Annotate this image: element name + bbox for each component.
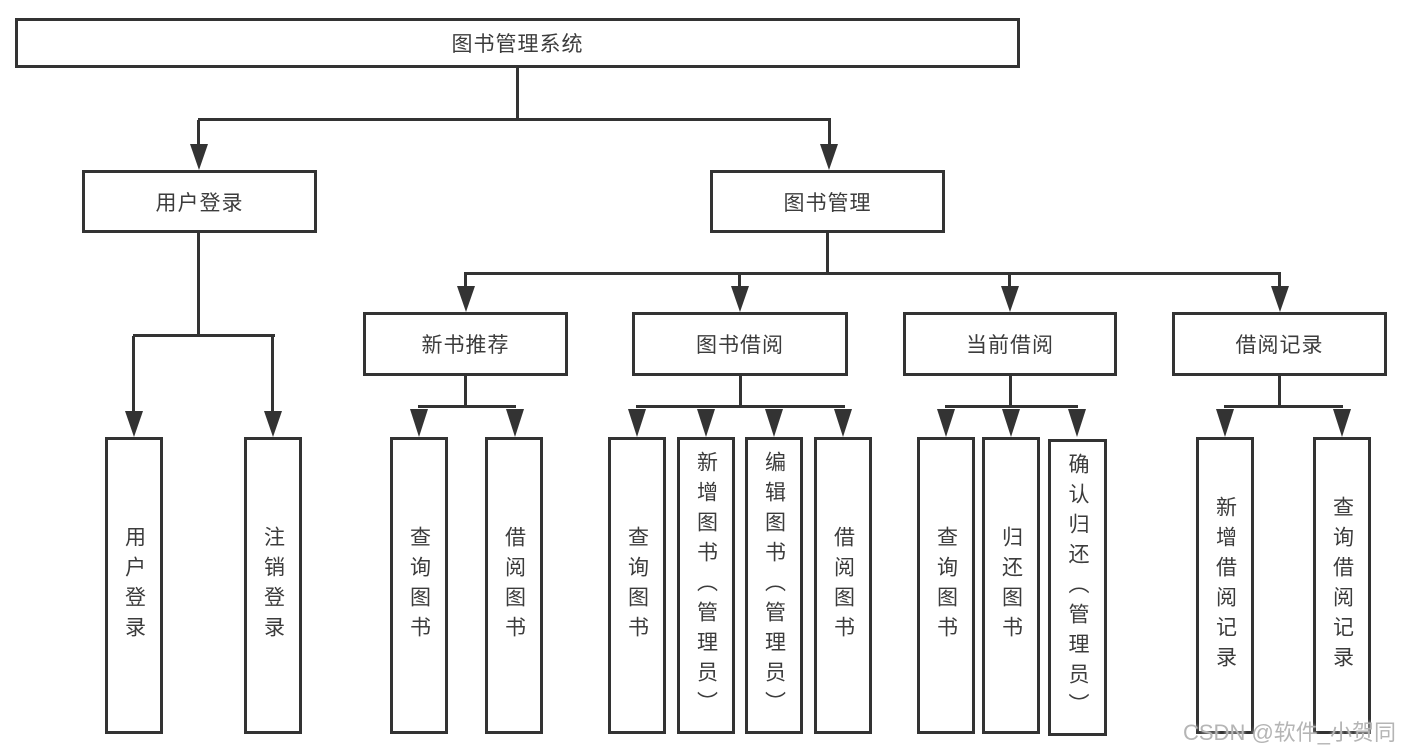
section-box-current-borrow: 当前借阅 [903, 312, 1117, 376]
connector-line [1009, 376, 1012, 406]
connector-line [418, 405, 516, 408]
arrow-down-icon [1068, 409, 1086, 437]
connector-line [198, 118, 831, 121]
connector-line [132, 336, 135, 414]
arrow-down-icon [506, 409, 524, 437]
leaf-box-edit-books-admin: 编辑图书（管理员） [745, 437, 803, 734]
section-box-new-book-recommend: 新书推荐 [363, 312, 568, 376]
leaf-box-confirm-return-admin: 确认归还（管理员） [1048, 439, 1107, 736]
arrow-down-icon [125, 411, 143, 437]
branch-box-book-mgmt: 图书管理 [710, 170, 945, 233]
leaf-label: 注销登录 [261, 525, 285, 646]
leaf-label: 查询借阅记录 [1330, 495, 1354, 676]
leaf-label: 用户登录 [122, 525, 146, 646]
connector-line [197, 233, 200, 336]
arrow-down-icon [1216, 409, 1234, 437]
connector-line [1278, 274, 1281, 292]
connector-line [133, 334, 275, 337]
connector-line [197, 120, 200, 148]
arrow-down-icon [410, 409, 428, 437]
leaf-label: 编辑图书（管理员） [762, 450, 786, 721]
arrow-down-icon [628, 409, 646, 437]
connector-line [739, 376, 742, 406]
arrow-down-icon [820, 144, 838, 170]
arrow-down-icon [190, 144, 208, 170]
connector-line [516, 68, 519, 120]
connector-line [945, 405, 1078, 408]
arrow-down-icon [264, 411, 282, 437]
connector-line [464, 274, 467, 292]
connector-line [1008, 274, 1011, 292]
leaf-box-add-books-admin: 新增图书（管理员） [677, 437, 735, 734]
leaf-box-query-books-current: 查询图书 [917, 437, 975, 734]
arrow-down-icon [731, 286, 749, 312]
branch-box-user-login: 用户登录 [82, 170, 317, 233]
connector-line [826, 233, 829, 274]
section-box-book-borrow: 图书借阅 [632, 312, 848, 376]
arrow-down-icon [1002, 409, 1020, 437]
leaf-label: 查询图书 [407, 525, 431, 646]
arrow-down-icon [1001, 286, 1019, 312]
arrow-down-icon [765, 409, 783, 437]
connector-line [1224, 405, 1343, 408]
leaf-box-return-books: 归还图书 [982, 437, 1040, 734]
leaf-box-logout: 注销登录 [244, 437, 302, 734]
leaf-label: 新增借阅记录 [1213, 495, 1237, 676]
leaf-box-query-borrow-record: 查询借阅记录 [1313, 437, 1371, 734]
section-box-borrow-records: 借阅记录 [1172, 312, 1387, 376]
leaf-label: 借阅图书 [502, 525, 526, 646]
arrow-down-icon [1271, 286, 1289, 312]
arrow-down-icon [457, 286, 475, 312]
leaf-box-query-books: 查询图书 [608, 437, 666, 734]
connector-line [828, 120, 831, 148]
watermark: CSDN @软件_小贺同学 [1183, 720, 1397, 745]
leaf-box-add-borrow-record: 新增借阅记录 [1196, 437, 1254, 734]
arrow-down-icon [697, 409, 715, 437]
connector-line [636, 405, 845, 408]
connector-line [1278, 376, 1281, 406]
arrow-down-icon [937, 409, 955, 437]
connector-line [464, 376, 467, 406]
connector-line [738, 274, 741, 292]
root-box: 图书管理系统 [15, 18, 1020, 68]
leaf-label: 借阅图书 [831, 525, 855, 646]
leaf-box-query-books-recommend: 查询图书 [390, 437, 448, 734]
leaf-box-borrow-books: 借阅图书 [814, 437, 872, 734]
connector-line [464, 272, 1281, 275]
leaf-box-borrow-books-recommend: 借阅图书 [485, 437, 543, 734]
leaf-label: 查询图书 [934, 525, 958, 646]
leaf-label: 归还图书 [999, 525, 1023, 646]
connector-line [271, 336, 274, 414]
arrow-down-icon [834, 409, 852, 437]
leaf-label: 确认归还（管理员） [1066, 452, 1089, 723]
leaf-label: 查询图书 [625, 525, 649, 646]
leaf-label: 新增图书（管理员） [694, 450, 718, 721]
arrow-down-icon [1333, 409, 1351, 437]
leaf-box-user-login: 用户登录 [105, 437, 163, 734]
